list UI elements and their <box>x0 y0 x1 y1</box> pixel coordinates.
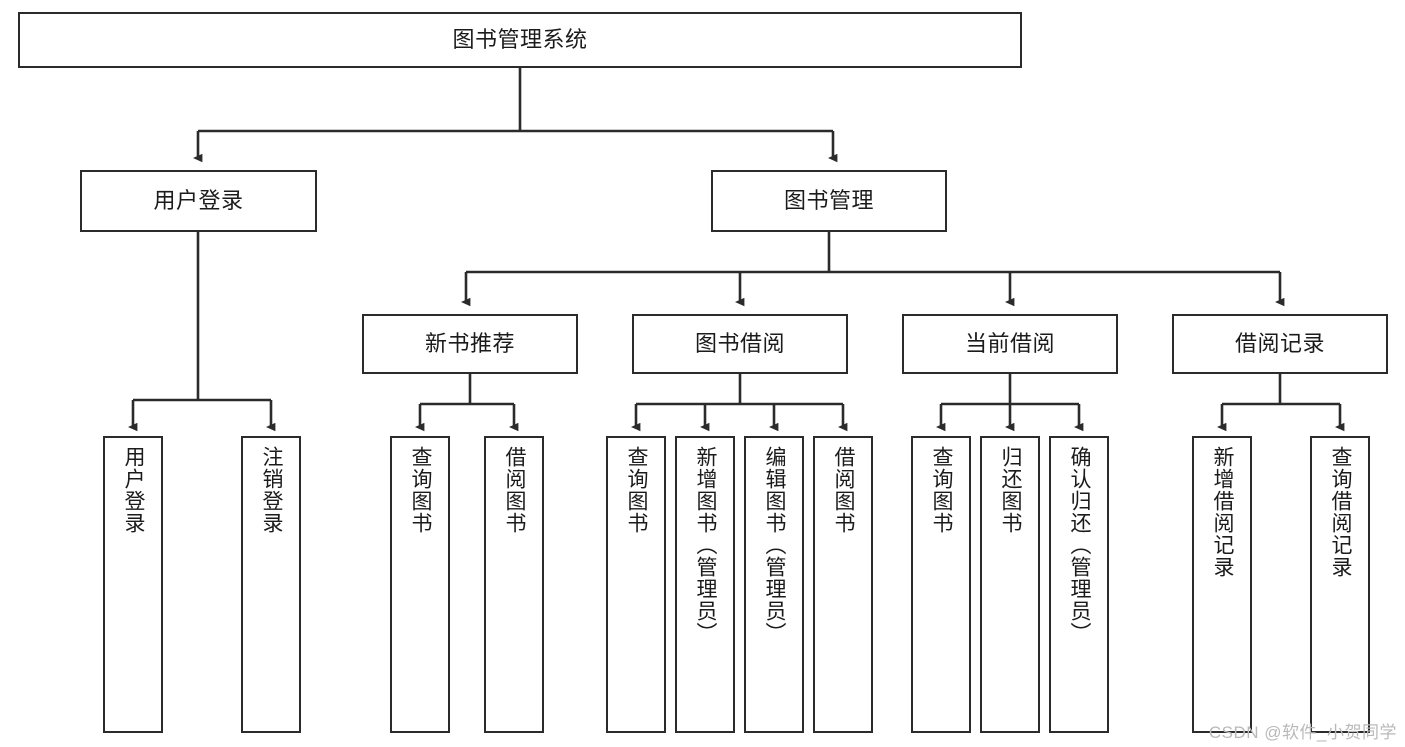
node-label: 新书推荐 <box>424 331 515 357</box>
leaf-borrow-edit-book-admin[interactable]: 编辑图书（管理员） <box>744 436 804 733</box>
leaf-user-login-logout[interactable]: 注销登录 <box>241 436 301 733</box>
leaf-record-query-record[interactable]: 查询借阅记录 <box>1310 436 1370 733</box>
node-label: 查询借阅记录 <box>1329 446 1353 578</box>
leaf-borrow-add-book-admin[interactable]: 新增图书（管理员） <box>675 436 735 733</box>
node-label: 图书管理 <box>783 188 874 214</box>
node-label: 用户登录 <box>122 446 146 534</box>
node-label: 用户登录 <box>153 188 244 214</box>
csdn-watermark: CSDN @软件_小贺同学 <box>1208 723 1397 742</box>
node-label: 新增图书（管理员） <box>694 446 718 644</box>
leaf-recommend-borrow-book[interactable]: 借阅图书 <box>484 436 544 733</box>
leaf-current-return-book[interactable]: 归还图书 <box>980 436 1040 733</box>
leaf-recommend-query-book[interactable]: 查询图书 <box>390 436 450 733</box>
node-label: 注销登录 <box>260 446 284 534</box>
node-book-borrow[interactable]: 图书借阅 <box>632 314 848 374</box>
node-label: 图书借阅 <box>694 331 785 357</box>
leaf-user-login-login[interactable]: 用户登录 <box>103 436 163 733</box>
node-label: 确认归还（管理员） <box>1068 446 1092 644</box>
node-borrow-record[interactable]: 借阅记录 <box>1172 314 1388 374</box>
node-user-login[interactable]: 用户登录 <box>80 170 317 232</box>
node-label: 借阅图书 <box>832 446 856 534</box>
node-label: 图书管理系统 <box>452 27 588 53</box>
leaf-current-query-book[interactable]: 查询图书 <box>911 436 971 733</box>
node-label: 查询图书 <box>409 446 433 534</box>
node-label: 查询图书 <box>930 446 954 534</box>
node-new-book-recommend[interactable]: 新书推荐 <box>362 314 578 374</box>
node-label: 借阅图书 <box>503 446 527 534</box>
node-label: 查询图书 <box>625 446 649 534</box>
leaf-borrow-borrow-book[interactable]: 借阅图书 <box>813 436 873 733</box>
node-label: 新增借阅记录 <box>1211 446 1235 578</box>
node-label: 当前借阅 <box>964 331 1055 357</box>
node-label: 编辑图书（管理员） <box>763 446 787 644</box>
leaf-borrow-query-book[interactable]: 查询图书 <box>606 436 666 733</box>
leaf-current-confirm-return-admin[interactable]: 确认归还（管理员） <box>1049 436 1109 733</box>
node-label: 借阅记录 <box>1234 331 1325 357</box>
leaf-record-add-record[interactable]: 新增借阅记录 <box>1192 436 1252 733</box>
node-book-management[interactable]: 图书管理 <box>711 170 947 232</box>
node-label: 归还图书 <box>999 446 1023 534</box>
node-current-borrow[interactable]: 当前借阅 <box>902 314 1118 374</box>
node-root-system[interactable]: 图书管理系统 <box>18 12 1022 68</box>
